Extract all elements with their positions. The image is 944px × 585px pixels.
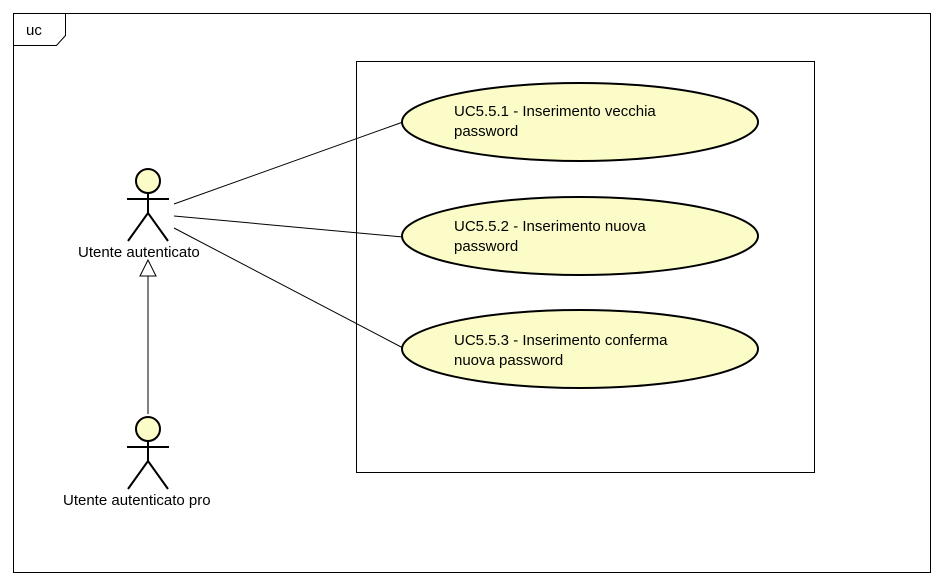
- actor-label-utente-autenticato: Utente autenticato: [78, 244, 200, 261]
- association-uc552: [173, 215, 404, 238]
- actor-label-utente-autenticato-pro: Utente autenticato pro: [63, 492, 211, 509]
- generalization-arrowhead: [139, 258, 157, 277]
- association-uc551: [173, 121, 404, 205]
- usecase-uc553: [401, 309, 759, 389]
- usecase-line: UC5.5.3 - Inserimento conferma: [454, 332, 668, 349]
- actor-head: [135, 168, 161, 194]
- actor-utente-autenticato-pro: [127, 416, 169, 490]
- usecase-line: UC5.5.1 - Inserimento vecchia: [454, 103, 656, 120]
- usecase-line: password: [454, 123, 519, 140]
- frame-tag-label: uc: [26, 22, 42, 39]
- frame-tag-box: [13, 13, 66, 46]
- usecase-uc551: [401, 82, 759, 162]
- actor-left-leg: [127, 212, 149, 242]
- actor-right-leg: [147, 212, 169, 242]
- usecase-text-uc553: UC5.5.3 - Inserimento conferma nuova pas…: [454, 331, 667, 371]
- actor-head: [135, 416, 161, 442]
- actor-utente-autenticato: [127, 168, 169, 242]
- usecase-line: UC5.5.2 - Inserimento nuova: [454, 218, 646, 235]
- usecase-uc552: [401, 196, 759, 276]
- usecase-line: password: [454, 238, 519, 255]
- usecase-line: nuova password: [454, 352, 564, 369]
- actor-left-leg: [127, 460, 149, 490]
- usecase-text-uc551: UC5.5.1 - Inserimento vecchia password: [454, 102, 656, 142]
- association-uc553: [173, 227, 404, 349]
- actor-right-leg: [147, 460, 169, 490]
- usecase-text-uc552: UC5.5.2 - Inserimento nuova password: [454, 217, 646, 257]
